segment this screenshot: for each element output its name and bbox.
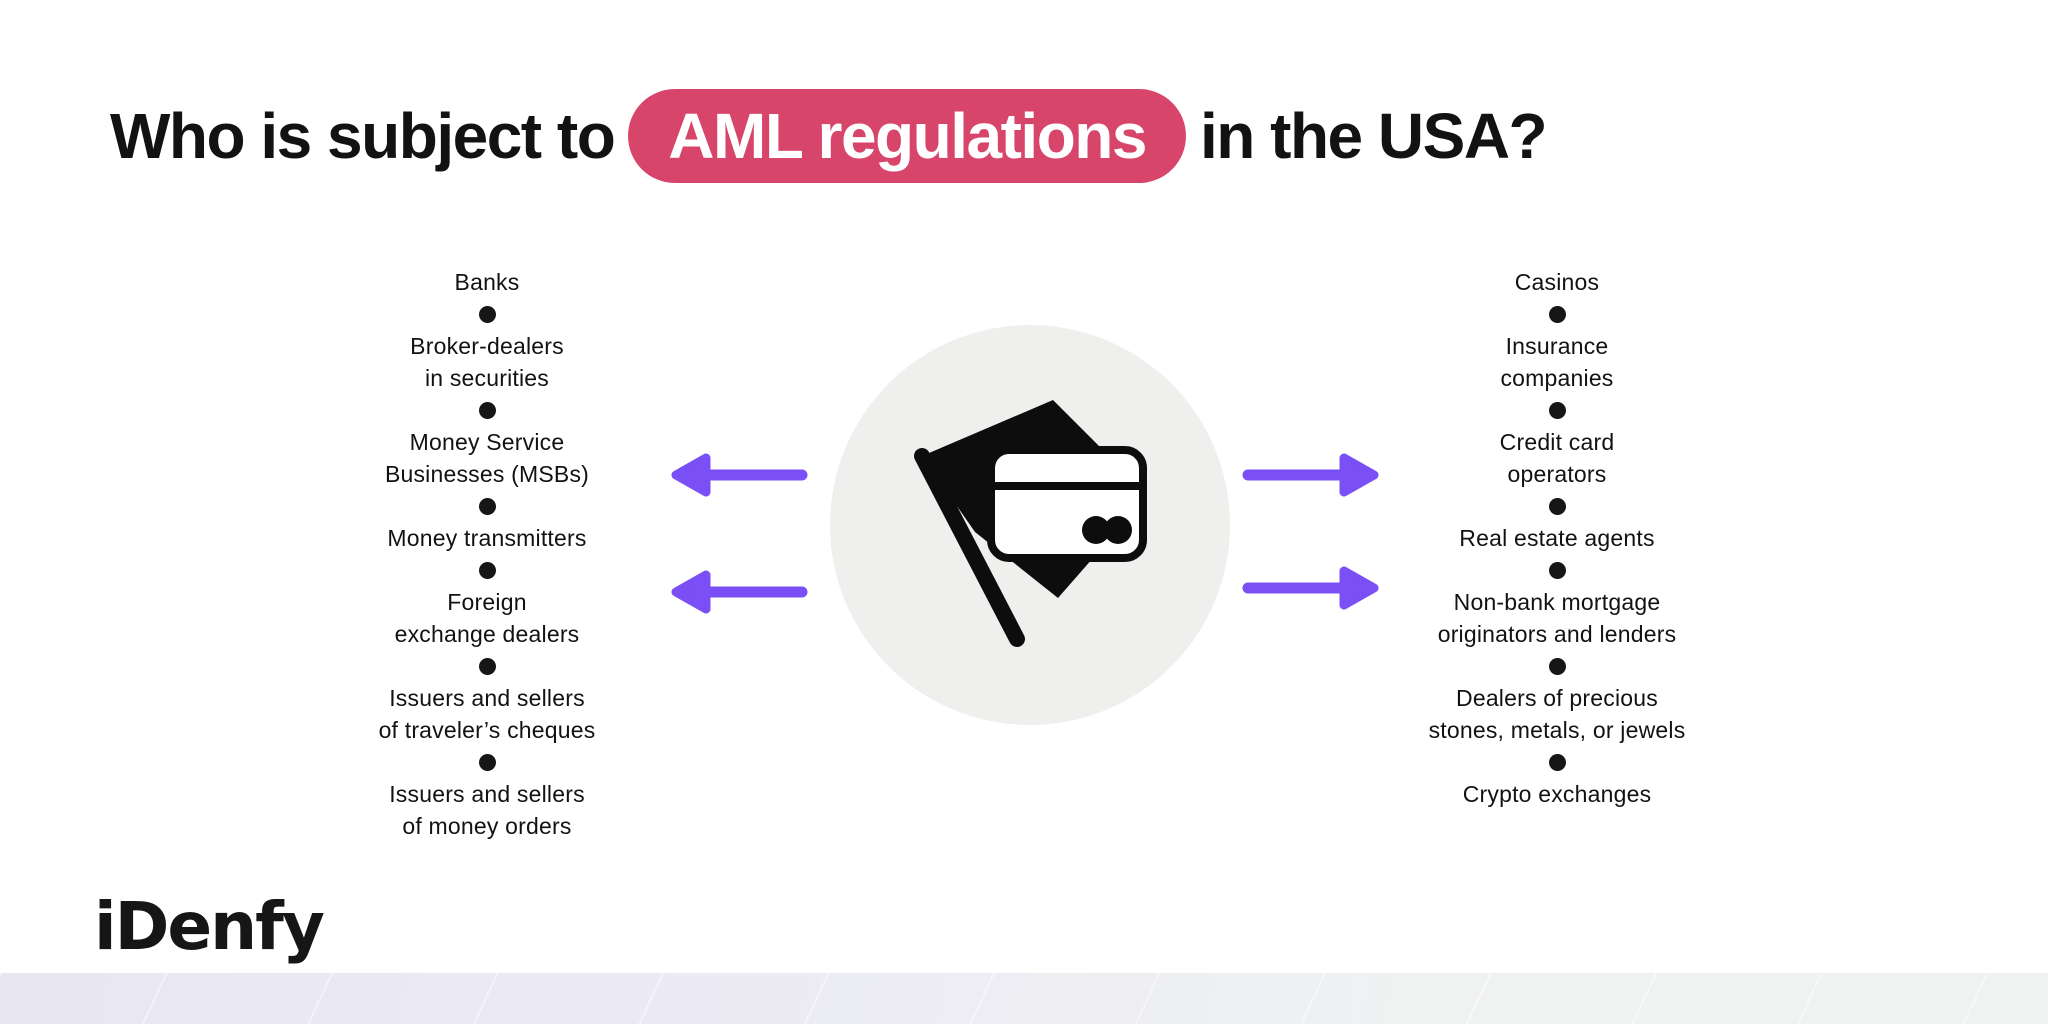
page-title: Who is subject to AML regulations in the… <box>110 89 1548 183</box>
separator-dot-icon <box>1548 746 1566 778</box>
list-item: Foreign exchange dealers <box>394 589 580 647</box>
arrow-right-icon <box>1242 453 1379 497</box>
left-entity-list: Banks Broker-dealers in securities Money… <box>247 266 727 842</box>
separator-dot-icon <box>478 650 496 682</box>
separator-dot-icon <box>478 394 496 426</box>
separator-dot-icon <box>478 746 496 778</box>
title-prefix: Who is subject to <box>110 100 616 172</box>
arrow-left-icon <box>671 453 808 497</box>
list-item: Dealers of precious stones, metals, or j… <box>1428 685 1686 743</box>
list-item: Banks <box>454 269 520 295</box>
arrow-right-icon <box>1242 566 1379 610</box>
list-item: Broker-dealers in securities <box>410 333 564 391</box>
separator-dot-icon <box>1548 490 1566 522</box>
title-suffix: in the USA? <box>1199 100 1548 172</box>
list-item: Issuers and sellers of money orders <box>389 781 585 839</box>
separator-dot-icon <box>478 490 496 522</box>
right-entity-list: Casinos Insurance companies Credit card … <box>1317 266 1797 810</box>
list-item: Money Service Businesses (MSBs) <box>384 429 590 487</box>
list-item: Money transmitters <box>387 525 587 551</box>
title-highlight-pill: AML regulations <box>628 89 1186 183</box>
list-item: Credit card operators <box>1499 429 1615 487</box>
list-item: Crypto exchanges <box>1462 781 1652 807</box>
list-item: Non-bank mortgage originators and lender… <box>1437 589 1677 647</box>
idenfy-logo: iDenfy <box>94 888 325 965</box>
flag-credit-card-icon <box>914 400 1147 647</box>
footer-decoration-strip <box>0 973 2048 1024</box>
arrow-left-icon <box>671 570 808 614</box>
separator-dot-icon <box>1548 650 1566 682</box>
separator-dot-icon <box>478 298 496 330</box>
list-item: Casinos <box>1514 269 1600 295</box>
list-item: Issuers and sellers of traveler’s cheque… <box>378 685 596 743</box>
separator-dot-icon <box>1548 394 1566 426</box>
separator-dot-icon <box>478 554 496 586</box>
list-item: Insurance companies <box>1500 333 1614 391</box>
separator-dot-icon <box>1548 298 1566 330</box>
list-item: Real estate agents <box>1459 525 1655 551</box>
separator-dot-icon <box>1548 554 1566 586</box>
